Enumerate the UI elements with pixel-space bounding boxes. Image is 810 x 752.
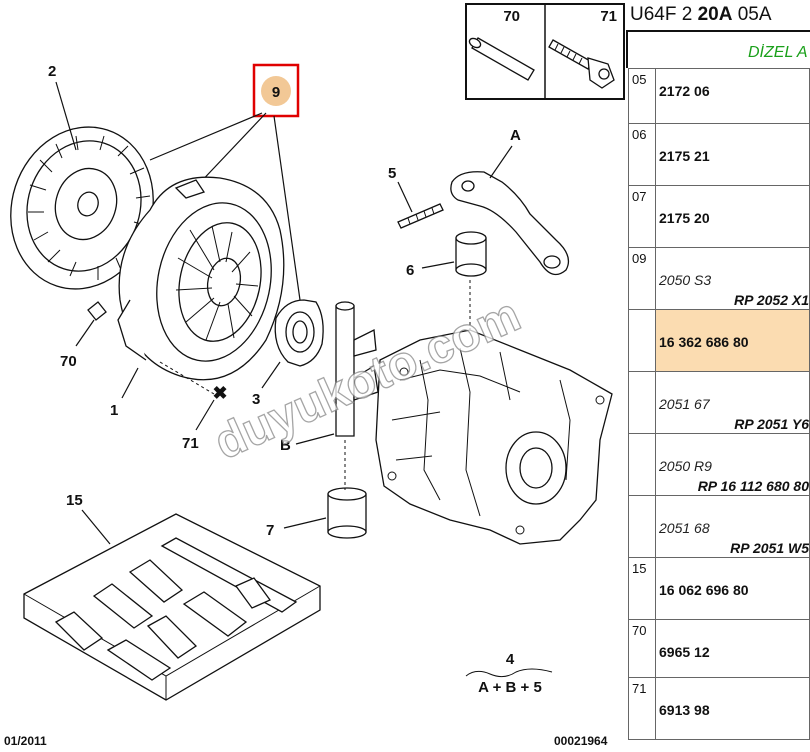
replacement-reference[interactable]: RP 2051 Y6 [734, 416, 809, 432]
table-row: 16 362 686 80 [628, 309, 810, 372]
row-index [628, 495, 656, 558]
row-value-cell: 6913 98 [655, 677, 810, 740]
row-index: 07 [628, 185, 656, 248]
fork-bush [327, 487, 367, 539]
dowel-pin-drawing [468, 37, 535, 81]
callout-B: B [280, 437, 291, 454]
kit-formula-text: A + B + 5 [478, 679, 542, 696]
catalog-header: U64F 2 20A 05A [626, 0, 810, 30]
callout-4: 4 [506, 651, 515, 668]
row-index: 09 [628, 247, 656, 310]
fork-shaft [335, 301, 379, 437]
callout-71: 71 [182, 435, 199, 452]
release-fork [450, 171, 570, 276]
row-value-cell: 2051 68 RP 2051 W5 [655, 495, 810, 558]
kit-formula: 4 A + B + 5 [465, 651, 553, 696]
catalog-subheader: DİZEL A [626, 30, 810, 68]
row-value-cell: 6965 12 [655, 619, 810, 678]
callout-5: 5 [388, 165, 396, 182]
row-index: 06 [628, 123, 656, 186]
stud-bolt [397, 203, 444, 229]
callout-70: 70 [60, 353, 77, 370]
supplier-code: 2051 67 [659, 396, 710, 412]
repair-kit-box [23, 513, 321, 701]
callout-9-bubble [261, 76, 291, 106]
row-value-cell: 16 062 696 80 [655, 557, 810, 620]
row-index [628, 371, 656, 434]
callout-9-group: 9 [149, 63, 301, 301]
part-reference[interactable]: 2172 06 [659, 83, 710, 99]
replacement-reference[interactable]: RP 2051 W5 [730, 540, 809, 556]
exploded-parts-diagram: 70 71 9 2 1 [4, 3, 625, 748]
bolt-drawing [548, 39, 615, 89]
callout-6: 6 [406, 262, 414, 279]
table-row: 2051 67 RP 2051 Y6 [628, 371, 810, 434]
part-reference[interactable]: 16 062 696 80 [659, 582, 749, 598]
release-bearing [274, 299, 324, 367]
row-index [628, 433, 656, 496]
part-reference[interactable]: 6913 98 [659, 702, 710, 718]
table-row: 2050 R9 RP 16 112 680 80 [628, 433, 810, 496]
row-value-cell: 2175 21 [655, 123, 810, 186]
gearbox-housing [375, 329, 613, 545]
row-index [628, 309, 656, 372]
callout-2: 2 [48, 63, 56, 80]
supplier-code: 2050 S3 [659, 272, 712, 288]
callout-3: 3 [252, 391, 260, 408]
fastener-inset: 70 71 [465, 3, 625, 100]
clutch-disc [10, 126, 154, 290]
supplier-code: 2050 R9 [659, 458, 712, 474]
replacement-reference[interactable]: RP 16 112 680 80 [697, 478, 809, 494]
header-code-b: 20A [697, 4, 733, 25]
bolt-marker: ✖ [212, 383, 227, 403]
inset-label-70: 70 [503, 8, 520, 25]
row-index: 05 [628, 68, 656, 124]
supplier-code: 2051 68 [659, 520, 710, 536]
part-reference[interactable]: 2175 20 [659, 210, 710, 226]
callout-15: 15 [66, 492, 83, 509]
header-code-c: 05A [737, 4, 772, 25]
part-reference[interactable]: 16 362 686 80 [659, 334, 749, 350]
pivot-bush [455, 231, 487, 277]
pressure-plate [117, 176, 285, 381]
replacement-reference[interactable]: RP 2052 X1 [734, 292, 809, 308]
row-value-cell: 2050 S3 RP 2052 X1 [655, 247, 810, 310]
part-reference[interactable]: 2175 21 [659, 148, 710, 164]
callout-9: 9 [272, 84, 280, 101]
dowel-pin-small [87, 301, 107, 321]
row-value-cell: 2175 20 [655, 185, 810, 248]
diagram-date: 01/2011 [4, 734, 47, 748]
part-reference[interactable]: 6965 12 [659, 644, 710, 660]
row-value-cell: 2050 R9 RP 16 112 680 80 [655, 433, 810, 496]
row-value-cell: 2172 06 [655, 68, 810, 124]
callout-A: A [510, 127, 521, 144]
header-code-a: U64F 2 [630, 4, 693, 25]
table-row: 2051 68 RP 2051 W5 [628, 495, 810, 558]
diagram-ref-number: 00021964 [554, 734, 608, 748]
row-index: 70 [628, 619, 656, 678]
callout-1: 1 [110, 402, 118, 419]
inset-label-71: 71 [600, 8, 617, 25]
row-index: 15 [628, 557, 656, 620]
row-value-cell: 16 362 686 80 [655, 309, 810, 372]
callout-7: 7 [266, 522, 274, 539]
row-index: 71 [628, 677, 656, 740]
row-value-cell: 2051 67 RP 2051 Y6 [655, 371, 810, 434]
engine-type-label: DİZEL A [748, 44, 808, 61]
